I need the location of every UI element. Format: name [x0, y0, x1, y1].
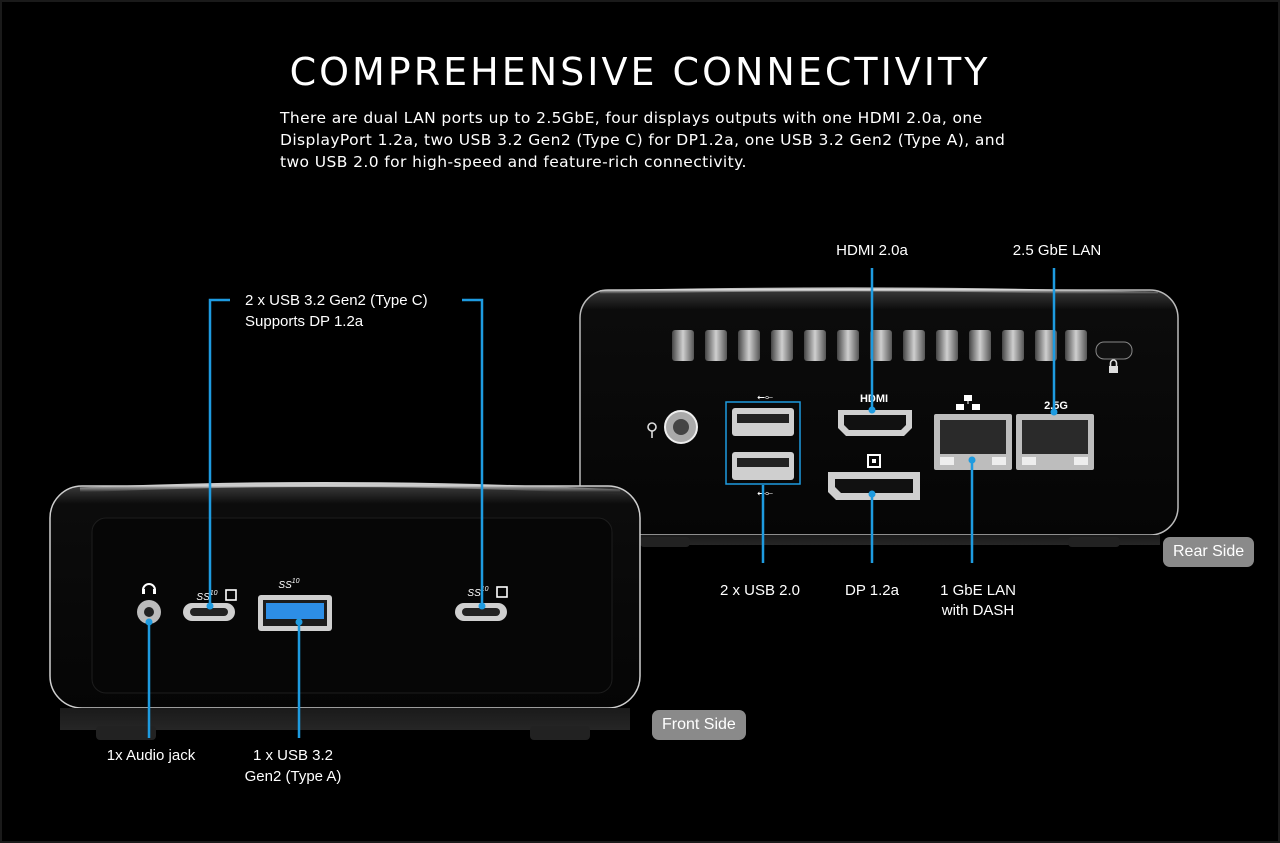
callout-usb-c-left	[208, 298, 230, 603]
displayport-icon	[496, 586, 508, 598]
label-usb-c-line2: Supports DP 1.2a	[245, 313, 364, 330]
superspeed-mark: SS10	[278, 578, 299, 591]
network-icon	[956, 395, 980, 410]
usb-icon: ⭠⟜	[757, 488, 773, 499]
label-lan1-line1: 1 GbE LAN	[940, 582, 1016, 599]
vent-grille	[672, 330, 1087, 361]
superspeed-mark: SS10	[467, 586, 488, 599]
description-text: There are dual LAN ports up to 2.5GbE, f…	[280, 109, 1006, 171]
displayport-icon	[867, 454, 881, 468]
page-title: COMPREHENSIVE CONNECTIVITY	[289, 50, 991, 94]
front-device: SS10 SS10 SS10	[49, 481, 641, 740]
label-dp: DP 1.2a	[845, 582, 899, 599]
lan25-port-mark: 2.5G	[1044, 400, 1068, 412]
label-lan1-line2: with DASH	[941, 602, 1015, 619]
label-usb-a-line1: 1 x USB 3.2	[252, 747, 334, 764]
usb2-highlight	[725, 401, 801, 485]
callout-lines	[147, 268, 1056, 738]
headphone-icon	[142, 583, 156, 594]
label-usb-c-line1: 2 x USB 3.2 Gen2 (Type C)	[245, 292, 428, 309]
usb-icon: ⭠⟜	[757, 392, 773, 403]
lock-icon	[1109, 359, 1118, 373]
callout-usb-c-right	[462, 298, 484, 603]
displayport-icon	[225, 589, 237, 601]
rear-device: ⭠⟜ ⭠⟜ HDMI 2.5G	[579, 287, 1179, 547]
label-hdmi: HDMI 2.0a	[836, 242, 908, 259]
label-lan25: 2.5 GbE LAN	[1012, 242, 1102, 259]
superspeed-mark: SS10	[196, 590, 217, 603]
hdmi-port-mark: HDMI	[860, 393, 888, 405]
front-side-badge: Front Side	[652, 710, 746, 740]
ground-icon	[647, 422, 657, 438]
kensington-slot	[1095, 341, 1133, 360]
label-usb2: 2 x USB 2.0	[719, 582, 801, 599]
rear-side-badge: Rear Side	[1163, 537, 1255, 567]
label-usb-a-line2: Gen2 (Type A)	[244, 768, 342, 785]
callout-dots	[145, 406, 1058, 626]
label-audio-jack: 1x Audio jack	[106, 747, 196, 764]
